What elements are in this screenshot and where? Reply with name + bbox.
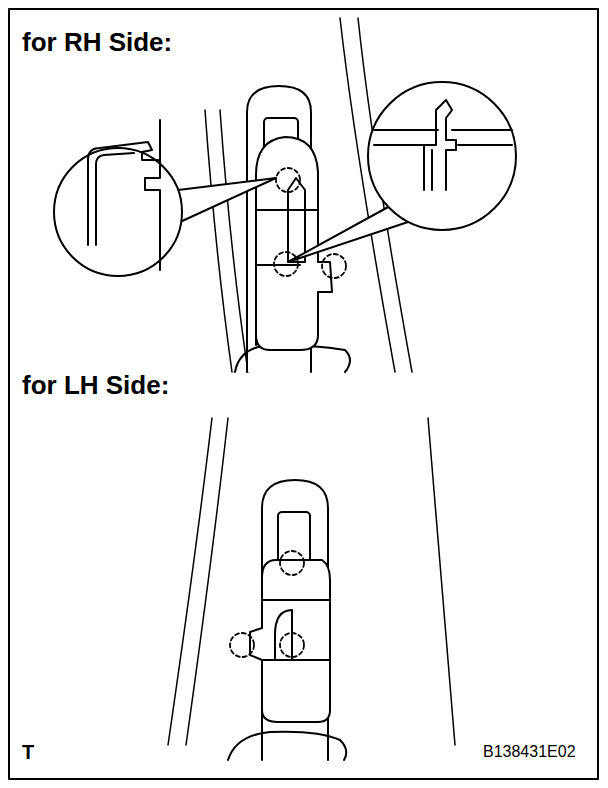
section-heading: for LH Side: (22, 371, 169, 400)
section-heading: for RH Side: (22, 28, 172, 57)
frame (9, 9, 598, 779)
detail-callout (288, 82, 516, 262)
belt-anchor-lh (228, 480, 346, 760)
figure-code: B138431E02 (483, 743, 576, 761)
belt-anchor-rh (235, 86, 350, 372)
pillar-lh (168, 418, 455, 745)
page-mark: T (22, 741, 34, 763)
detail-callout (54, 120, 276, 276)
